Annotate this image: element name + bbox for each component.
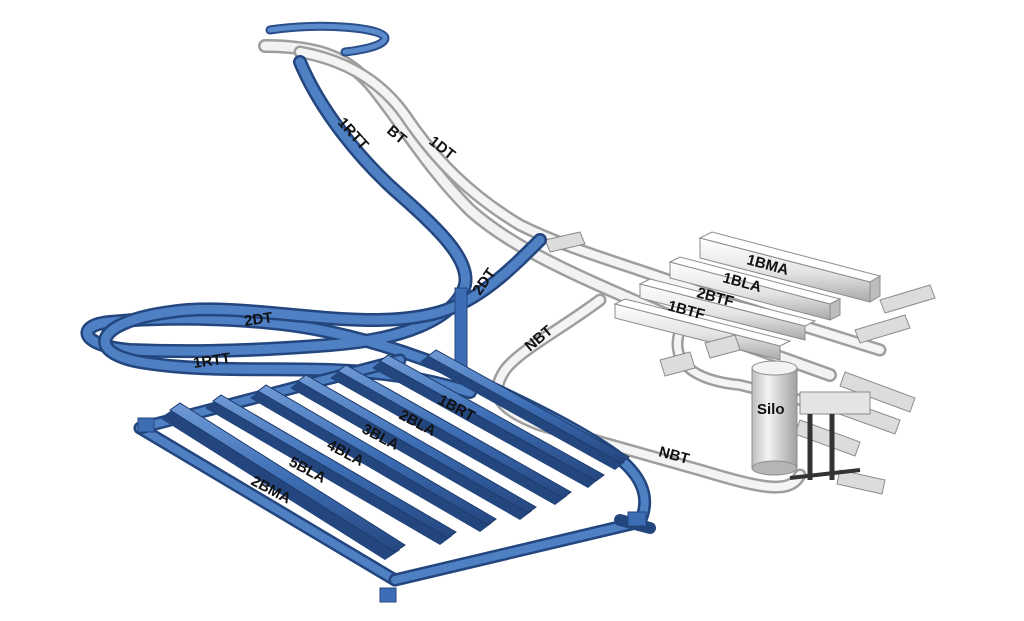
blue-stubs xyxy=(137,417,647,603)
label-2dt-loop: 2DT xyxy=(243,309,273,330)
label-silo: Silo xyxy=(757,401,785,418)
tunnel-2dt xyxy=(98,233,547,399)
vault-3bla xyxy=(290,374,537,520)
vault-2btf xyxy=(638,278,817,341)
existing-repository xyxy=(258,39,936,495)
silo xyxy=(751,360,871,480)
tunnel-1rtt xyxy=(80,55,477,385)
vault-4bla xyxy=(250,384,497,532)
new-repository xyxy=(80,21,656,603)
label-1rtt-loop: 1RTT xyxy=(192,350,232,372)
vault-5bla xyxy=(205,394,457,545)
shaft xyxy=(454,287,468,369)
vault-1bla xyxy=(668,256,842,321)
vault-extra xyxy=(420,349,630,470)
vault-1brt xyxy=(372,354,605,488)
vault-2bla xyxy=(330,364,572,505)
vault-1bma xyxy=(698,231,882,303)
vault-2bma xyxy=(160,402,406,560)
